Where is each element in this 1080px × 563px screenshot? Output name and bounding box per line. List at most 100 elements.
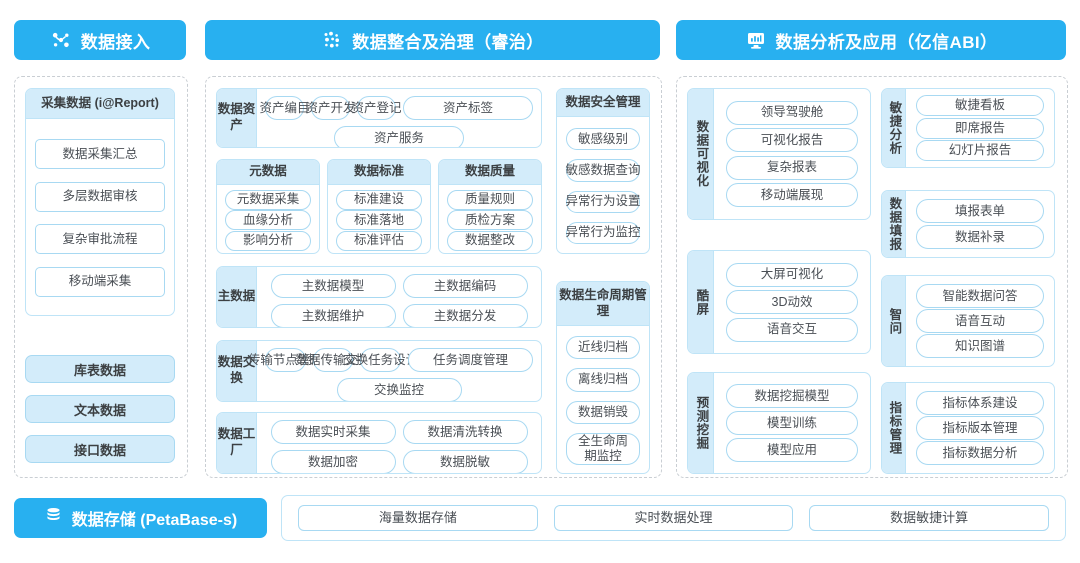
card-data-quality: 数据质量 质量规则 质检方案 数据整改 [438, 159, 542, 254]
list-item[interactable]: 数据清洗转换 [402, 420, 528, 444]
list-item[interactable]: 异常行为监控 [566, 221, 641, 244]
storage-item[interactable]: 数据敏捷计算 [809, 505, 1050, 531]
list-item[interactable]: 移动端采集 [35, 266, 165, 297]
list-item[interactable]: 3D动效 [726, 290, 858, 314]
card-title: 采集数据 (i@Report) [26, 89, 174, 119]
card-data-asset: 数据资产 资产编目 资产开发 资产登记 资产标签 资产服务 [216, 88, 542, 148]
list-item[interactable]: 敏感数据查询 [566, 159, 641, 182]
list-item[interactable]: 传输节点管理 [248, 348, 323, 372]
panel-storage-items: 海量数据存储 实时数据处理 数据敏捷计算 [281, 495, 1066, 541]
list-item[interactable]: 领导驾驶舱 [726, 100, 858, 125]
list-item[interactable]: 复杂报表 [726, 155, 858, 180]
list-item[interactable]: 模型训练 [726, 411, 858, 435]
list-item[interactable]: 数据传输交换 [296, 348, 371, 372]
header-data-analysis[interactable]: 数据分析及应用（亿信ABI） [676, 20, 1066, 60]
data-dots-icon [321, 29, 343, 51]
card-data-factory: 数据工厂 数据实时采集 数据清洗转换 数据加密 数据脱敏 [216, 412, 542, 474]
card-master-data: 主数据 主数据模型 主数据编码 主数据维护 主数据分发 [216, 266, 542, 328]
source-wen-ben[interactable]: 文本数据 [25, 395, 175, 423]
list-item[interactable]: 血缘分析 [225, 210, 311, 230]
list-item[interactable]: 敏捷看板 [916, 95, 1044, 117]
card-cool-screen: 酷屏 大屏可视化 3D动效 语音交互 [687, 250, 871, 354]
list-item[interactable]: 移动端展现 [726, 183, 858, 208]
list-item[interactable]: 数据采集汇总 [35, 139, 165, 170]
card-label: 数据工厂 [217, 413, 257, 473]
list-item[interactable]: 大屏可视化 [726, 262, 858, 287]
list-item[interactable]: 标准落地 [336, 210, 422, 230]
card-title: 数据质量 [439, 160, 541, 185]
list-item[interactable]: 近线归档 [566, 336, 640, 360]
list-item[interactable]: 模型应用 [726, 438, 858, 462]
list-item[interactable]: 即席报告 [916, 117, 1044, 139]
card-predictive-mining: 预测挖掘 数据挖掘模型 模型训练 模型应用 [687, 372, 871, 474]
storage-item[interactable]: 实时数据处理 [553, 505, 794, 531]
monitor-chart-icon [745, 29, 767, 51]
header-label: 数据存储 (PetaBase-s) [71, 512, 238, 529]
source-jie-kou[interactable]: 接口数据 [25, 435, 175, 463]
list-item[interactable]: 主数据维护 [270, 304, 396, 327]
list-item[interactable]: 复杂审批流程 [35, 224, 165, 255]
list-item[interactable]: 标准建设 [336, 189, 422, 210]
list-item[interactable]: 指标体系建设 [916, 391, 1044, 415]
card-data-standard: 数据标准 标准建设 标准落地 标准评估 [327, 159, 431, 254]
list-item[interactable]: 离线归档 [566, 368, 640, 392]
card-label: 主数据 [217, 267, 257, 327]
card-data-visualization: 数据可视化 领导驾驶舱 可视化报告 复杂报表 移动端展现 [687, 88, 871, 220]
list-item[interactable]: 资产编目 [260, 96, 310, 120]
list-item[interactable]: 全生命周期监控 [566, 432, 640, 465]
list-item[interactable]: 标准评估 [336, 230, 422, 251]
list-item[interactable]: 多层数据审核 [35, 181, 165, 212]
list-item[interactable]: 影响分析 [225, 230, 311, 251]
list-item[interactable]: 指标数据分析 [916, 441, 1044, 465]
storage-item[interactable]: 海量数据存储 [298, 505, 538, 531]
list-item[interactable]: 可视化报告 [726, 128, 858, 153]
header-label: 数据整合及治理（睿治） [352, 32, 544, 52]
header-data-ingest[interactable]: 数据接入 [14, 20, 186, 60]
list-item[interactable]: 填报表单 [916, 199, 1044, 223]
header-data-integration[interactable]: 数据整合及治理（睿治） [205, 20, 660, 60]
list-item[interactable]: 数据挖掘模型 [726, 384, 858, 408]
list-item[interactable]: 异常行为设置 [566, 190, 641, 213]
list-item[interactable]: 幻灯片报告 [916, 139, 1044, 161]
list-item[interactable]: 资产服务 [334, 126, 464, 147]
list-item[interactable]: 语音互动 [916, 309, 1044, 333]
card-label: 数据交换 [217, 341, 257, 401]
list-item[interactable]: 知识图谱 [916, 334, 1044, 358]
card-metric-management: 指标管理 指标体系建设 指标版本管理 指标数据分析 [881, 382, 1055, 474]
card-data-exchange: 数据交换 传输节点管理 数据传输交换 交换任务设计 任务调度管理 交换监控 [216, 340, 542, 402]
card-title: 数据生命周期管理 [557, 282, 649, 326]
card-label: 指标管理 [882, 383, 906, 473]
list-item[interactable]: 质量规则 [447, 189, 533, 210]
list-item[interactable]: 主数据编码 [402, 274, 528, 298]
card-data-lifecycle: 数据生命周期管理 近线归档 离线归档 数据销毁 全生命周期监控 [556, 281, 650, 474]
list-item[interactable]: 资产登记 [352, 96, 402, 120]
list-item[interactable]: 交换监控 [336, 378, 462, 401]
card-label: 预测挖掘 [688, 373, 714, 473]
database-icon [44, 506, 63, 530]
list-item[interactable]: 资产开发 [306, 96, 356, 120]
card-collect-data: 采集数据 (i@Report) 数据采集汇总 多层数据审核 复杂审批流程 移动端… [25, 88, 175, 316]
list-item[interactable]: 任务调度管理 [408, 348, 534, 372]
list-item[interactable]: 数据销毁 [566, 400, 640, 424]
header-data-storage[interactable]: 数据存储 (PetaBase-s) [14, 498, 267, 538]
list-item[interactable]: 元数据采集 [225, 189, 311, 210]
card-smart-qa: 智问 智能数据问答 语音互动 知识图谱 [881, 275, 1055, 367]
card-label: 敏捷分析 [882, 89, 906, 167]
source-ku-biao[interactable]: 库表数据 [25, 355, 175, 383]
list-item[interactable]: 指标版本管理 [916, 416, 1044, 440]
list-item[interactable]: 交换任务设计 [343, 348, 418, 372]
list-item[interactable]: 数据加密 [270, 450, 396, 473]
card-title: 元数据 [217, 160, 319, 185]
list-item[interactable]: 敏感级别 [566, 128, 640, 151]
list-item[interactable]: 数据补录 [916, 225, 1044, 249]
list-item[interactable]: 质检方案 [447, 210, 533, 230]
list-item[interactable]: 主数据分发 [402, 304, 528, 327]
list-item[interactable]: 数据实时采集 [270, 420, 396, 444]
card-data-reporting: 数据填报 填报表单 数据补录 [881, 190, 1055, 258]
list-item[interactable]: 智能数据问答 [916, 284, 1044, 308]
list-item[interactable]: 语音交互 [726, 317, 858, 342]
list-item[interactable]: 主数据模型 [270, 274, 396, 298]
list-item[interactable]: 数据脱敏 [402, 450, 528, 473]
list-item[interactable]: 数据整改 [447, 230, 533, 251]
list-item[interactable]: 资产标签 [403, 96, 533, 120]
